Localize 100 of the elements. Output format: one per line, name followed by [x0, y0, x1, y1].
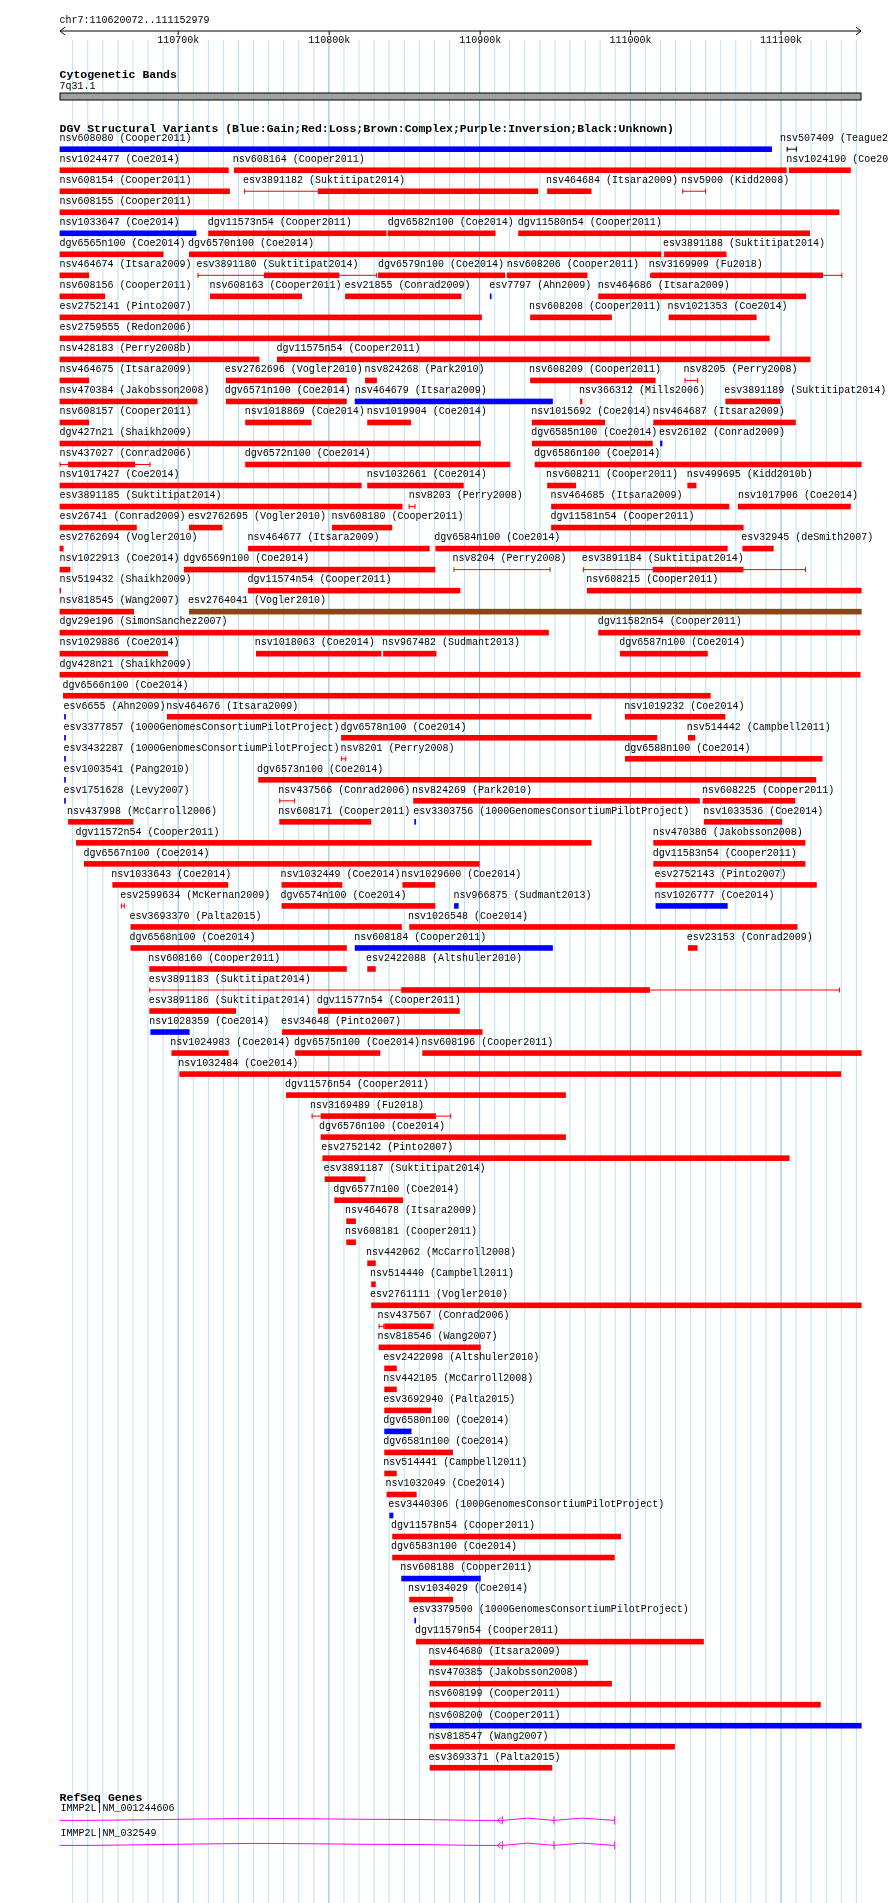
variant-label: dgv6584n100 (Coe2014)	[434, 532, 561, 545]
variant-label: esv3891180 (Suktitipat2014)	[196, 259, 359, 272]
variant-label: nsv1021353 (Coe2014)	[667, 301, 788, 314]
variant-label: dgv6565n100 (Coe2014)	[59, 238, 186, 251]
variant-label: nsv464680 (Itsara2009)	[428, 1646, 561, 1659]
variant-label: nsv1029600 (Coe2014)	[401, 868, 522, 881]
variant-label: dgv6575n100 (Coe2014)	[294, 1036, 421, 1049]
variant-label: dgv6566n100 (Coe2014)	[62, 679, 189, 692]
variant-label: nsv608080 (Cooper2011)	[59, 133, 192, 145]
variant-label: nsv464684 (Itsara2009)	[546, 175, 679, 188]
tick-label: 111100k	[760, 35, 803, 47]
variant-label: nsv608208 (Cooper2011)	[529, 301, 662, 314]
variant-label: esv21855 (Conrad2009)	[344, 280, 471, 293]
variant-label: esv26102 (Conrad2009)	[659, 427, 785, 440]
variant-label: nsv608209 (Cooper2011)	[529, 364, 662, 377]
variant-label: dgv6586n100 (Coe2014)	[534, 448, 661, 461]
variant-label: esv34648 (Pinto2007)	[280, 1015, 401, 1028]
variant-label: dgv11577n54 (Cooper2011)	[316, 994, 461, 1007]
variant-label: nsv966875 (Sudmant2013)	[453, 889, 592, 902]
variant-label: nsv514442 (Campbell2011)	[686, 721, 831, 734]
variant-label: nsv818546 (Wang2007)	[377, 1331, 498, 1344]
variant-label: nsv608157 (Cooper2011)	[59, 406, 192, 419]
variant-label: nsv608155 (Cooper2011)	[59, 196, 192, 209]
variant-label: nsv437998 (McCarroll2006)	[66, 805, 217, 818]
variant-label: esv7797 (Ahn2009)	[489, 280, 592, 293]
variant-label: esv23153 (Conrad2009)	[686, 931, 813, 944]
variant-label: nsv1032484 (Coe2014)	[178, 1057, 299, 1070]
variant-label: dgv6582n100 (Coe2014)	[387, 217, 514, 230]
variant-label: esv3377857 (1000GenomesConsortiumPilotProject)	[63, 721, 340, 734]
variant-label: nsv1033536 (Coe2014)	[703, 805, 824, 818]
variant-label: nsv3169489 (Fu2018)	[309, 1099, 424, 1112]
variant-label: nsv514440 (Campbell2011)	[370, 1268, 515, 1281]
variant-label: nsv608184 (Cooper2011)	[354, 931, 487, 944]
variant-label: dgv11582n54 (Cooper2011)	[597, 616, 742, 629]
variant-label: nsv1028359 (Coe2014)	[149, 1015, 270, 1028]
variant-label: esv3379500 (1000GenomesConsortiumPilotProject)	[412, 1604, 689, 1617]
gene-label: IMMP2L|NM_001244606	[60, 1803, 175, 1816]
variant-label: nsv967482 (Sudmant2013)	[382, 637, 520, 650]
variant-label: nsv818547 (Wang2007)	[428, 1730, 549, 1743]
variant-label: nsv437567 (Conrad2006)	[377, 1310, 510, 1323]
variant-label: dgv11576n54 (Cooper2011)	[284, 1078, 429, 1091]
variant-label: nsv818545 (Wang2007)	[59, 595, 180, 608]
track-title: RefSeq Genes	[59, 1791, 143, 1805]
track-title: Cytogenetic Bands	[59, 67, 177, 81]
variant-label: dgv11573n54 (Cooper2011)	[207, 217, 352, 230]
variant-label: nsv8201 (Perry2008)	[340, 742, 455, 755]
variant-label: nsv464678 (Itsara2009)	[345, 1205, 478, 1217]
variant-label: nsv1018063 (Coe2014)	[254, 637, 375, 650]
variant-label: nsv824268 (Park2010)	[364, 364, 485, 377]
tick-label: 110700k	[157, 35, 200, 47]
variant-label: nsv1015692 (Coe2014)	[531, 406, 652, 419]
variant-label: nsv1017906 (Coe2014)	[737, 490, 858, 503]
gene-label: IMMP2L|NM_032549	[60, 1828, 157, 1841]
variant-label: esv3440306 (1000GenomesConsortiumPilotProject)	[388, 1499, 665, 1512]
variant-label: esv3693370 (Palta2015)	[129, 910, 262, 923]
variant-label: nsv464675 (Itsara2009)	[59, 364, 192, 377]
variant-label: nsv366312 (Mills2006)	[578, 385, 705, 398]
variant-label: nsv608206 (Cooper2011)	[506, 259, 639, 272]
variant-label: nsv464677 (Itsara2009)	[247, 532, 380, 545]
variant-label: dgv6580n100 (Coe2014)	[383, 1415, 510, 1428]
variant-label: nsv514441 (Campbell2011)	[383, 1457, 528, 1470]
variant-label: esv2764041 (Vogler2010)	[187, 595, 326, 608]
variant-label: esv3692940 (Palta2015)	[383, 1394, 516, 1407]
variant-label: nsv1019904 (Coe2014)	[366, 406, 487, 419]
variant-label: dgv6577n100 (Coe2014)	[333, 1184, 460, 1196]
variant-label: nsv464676 (Itsara2009)	[166, 700, 299, 713]
variant-label: esv1751628 (Levy2007)	[63, 784, 190, 797]
variant-label: esv2422088 (Altshuler2010)	[366, 952, 523, 965]
variant-label: esv6655 (Ahn2009)	[63, 700, 166, 713]
variant-label: dgv11580n54 (Cooper2011)	[517, 217, 662, 230]
variant-label: nsv608181 (Cooper2011)	[345, 1226, 478, 1239]
variant-label: nsv8203 (Perry2008)	[408, 490, 523, 503]
variant-label: esv2761111 (Vogler2010)	[370, 1289, 509, 1302]
variant-label: nsv608164 (Cooper2011)	[232, 154, 365, 166]
band-label: 7q31.1	[59, 80, 96, 93]
variant-label: nsv608180 (Cooper2011)	[331, 511, 464, 524]
variant-label: esv26741 (Conrad2009)	[59, 511, 186, 524]
variant-label: esv3432287 (1000GenomesConsortiumPilotProject)	[63, 742, 340, 755]
variant-label: nsv608215 (Cooper2011)	[586, 574, 719, 587]
variant-label: nsv1032449 (Coe2014)	[280, 868, 401, 881]
variant-label: esv3891183 (Suktitipat2014)	[148, 973, 311, 986]
variant-label: esv3891185 (Suktitipat2014)	[59, 490, 222, 503]
variant-label: dgv6569n100 (Coe2014)	[183, 553, 310, 566]
variant-label: nsv507409 (Teague2	[779, 133, 888, 145]
variant-label: dgv427n21 (Shaikh2009)	[59, 427, 192, 440]
variant-label: nsv608211 (Cooper2011)	[546, 469, 679, 482]
variant-label: esv3891186 (Suktitipat2014)	[148, 994, 311, 1007]
variant-label: nsv442062 (McCarroll2008)	[366, 1247, 517, 1260]
variant-label: dgv29e196 (SimonSanchez2007)	[59, 616, 228, 629]
variant-label: nsv442105 (McCarroll2008)	[383, 1373, 534, 1386]
variant-label: nsv608160 (Cooper2011)	[148, 952, 281, 965]
variant-label: dgv11572n54 (Cooper2011)	[75, 826, 220, 839]
variant-label: nsv1032049 (Coe2014)	[385, 1478, 506, 1491]
variant-label: nsv1034029 (Coe2014)	[408, 1583, 529, 1596]
variant-label: nsv608171 (Cooper2011)	[278, 805, 411, 818]
variant-label: nsv608225 (Cooper2011)	[702, 784, 835, 797]
variant-label: esv2762695 (Vogler2010)	[187, 511, 326, 524]
coordinate-label: chr7:110620072..111152979	[59, 15, 210, 27]
variant-label: esv32945 (deSmith2007)	[741, 532, 874, 545]
variant-label: nsv470385 (Jakobsson2008)	[428, 1667, 579, 1680]
